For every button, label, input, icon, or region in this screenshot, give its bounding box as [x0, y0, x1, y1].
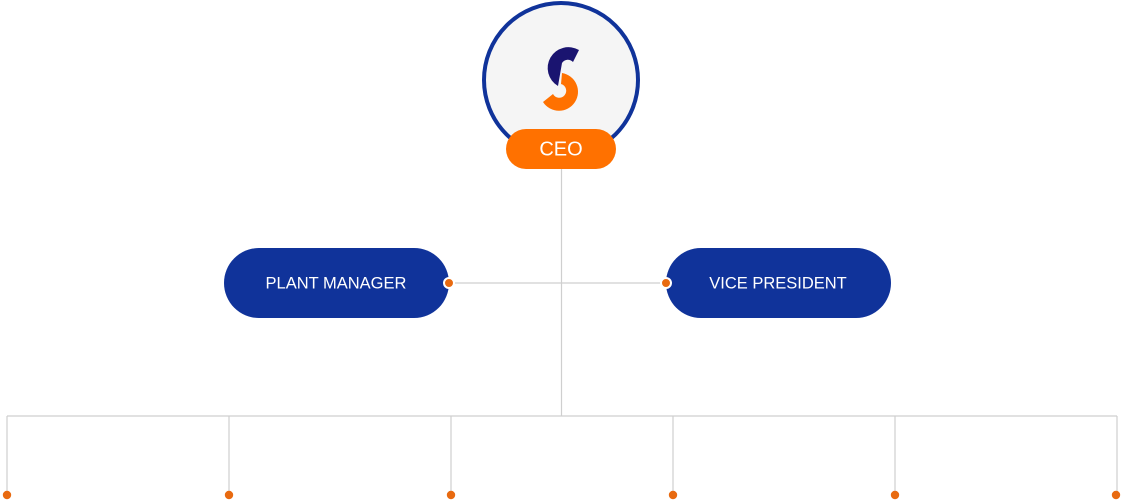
plant-manager-node[interactable]: PLANT MANAGER — [224, 248, 455, 318]
ceo-node[interactable]: CEO — [482, 1, 640, 169]
branch-drop-2 — [224, 416, 234, 500]
branch-dot — [224, 490, 234, 500]
branch-drop-4 — [668, 416, 678, 500]
branch-dot — [2, 490, 12, 500]
branch-drop-1 — [2, 416, 12, 500]
plant-manager-connector-dot — [443, 277, 455, 289]
plant-manager-pill — [224, 248, 449, 318]
s-brand-logo-icon — [543, 47, 579, 111]
branch-dot — [1111, 490, 1121, 500]
vice-president-node[interactable]: VICE PRESIDENT — [660, 248, 891, 318]
connector-lines — [7, 168, 1117, 417]
vice-president-connector-dot — [660, 277, 672, 289]
branch-drop-6 — [1111, 416, 1121, 500]
ceo-label: CEO — [539, 138, 582, 160]
branch-drop-3 — [446, 416, 456, 500]
vice-president-label: VICE PRESIDENT — [709, 274, 847, 292]
branch-dot — [668, 490, 678, 500]
vice-president-pill — [666, 248, 891, 318]
plant-manager-label: PLANT MANAGER — [266, 274, 407, 292]
branch-dot — [446, 490, 456, 500]
branch-drop-5 — [890, 416, 900, 500]
branch-dot — [890, 490, 900, 500]
ceo-badge — [506, 129, 616, 169]
